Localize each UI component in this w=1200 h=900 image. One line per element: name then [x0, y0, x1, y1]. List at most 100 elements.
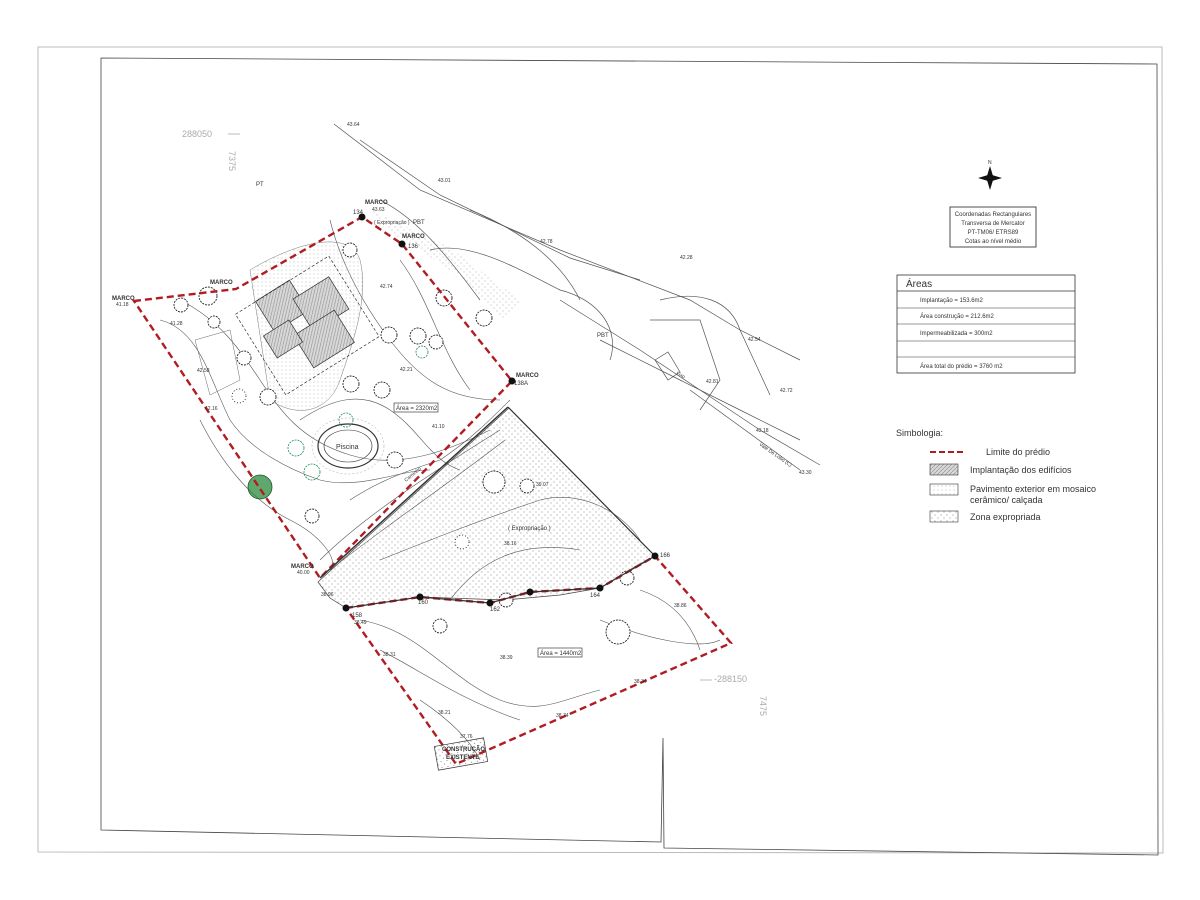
- tree: [482, 470, 506, 494]
- tree: [342, 375, 360, 393]
- expropriated-strip: [372, 210, 520, 320]
- legend-symbol-paving: [929, 483, 959, 496]
- tree: [342, 242, 358, 258]
- grid-coord-top: 288050: [182, 129, 212, 139]
- expropriation-line: [345, 555, 656, 609]
- tree: [373, 381, 391, 399]
- pool-label: Piscina: [336, 444, 359, 451]
- tree: [304, 508, 320, 524]
- area-box-upper: Área = 2320m2: [396, 405, 438, 412]
- elevation: 41.10: [432, 424, 445, 430]
- tree: [207, 315, 221, 329]
- elevation: 38.86: [674, 603, 687, 609]
- elevation: 43.64: [347, 122, 360, 128]
- tree: [198, 286, 218, 306]
- marker-number: 160: [418, 600, 429, 606]
- legend-title: Simbologia:: [896, 428, 943, 438]
- boundary-dark-line: [319, 406, 509, 579]
- existing-construction: [433, 737, 489, 771]
- expropriation-label-top: ( Expropriação ): [374, 220, 410, 226]
- green-trees: [287, 345, 429, 481]
- legend-label: Limite do prédio: [986, 447, 1050, 457]
- coordinates-line-1: Coordenadas Rectangulares: [955, 212, 1031, 218]
- elevation: 40.00: [297, 570, 310, 576]
- tree: [475, 309, 493, 327]
- pbt-label: PBT: [413, 220, 425, 226]
- grid-coord-bottom: -288150: [714, 674, 747, 684]
- elevation: 38.74: [556, 713, 569, 719]
- trees: [173, 242, 635, 645]
- paved-area: [249, 241, 363, 411]
- area-box-upper-frame: [393, 402, 439, 413]
- marco-label: MARCO: [210, 280, 233, 286]
- elevation: 42.54: [748, 337, 761, 343]
- elevation: 42.78: [540, 239, 553, 245]
- tree: [231, 388, 247, 404]
- tree: [386, 451, 404, 469]
- elevation: 41.28: [170, 321, 183, 327]
- bin-label: Lixo: [675, 371, 686, 381]
- elevation: 41.18: [116, 302, 129, 308]
- marker-number: 158: [352, 613, 363, 619]
- tree: [519, 478, 535, 494]
- tree: [236, 350, 252, 366]
- marco-label: MARCO: [365, 200, 388, 206]
- tree: [428, 334, 444, 350]
- road-context: [333, 123, 821, 466]
- existing-label: EXISTENTE: [446, 755, 479, 761]
- construction-label: CONSTRUÇÃO: [442, 746, 485, 753]
- areas-table: [896, 274, 1076, 374]
- marker-number: 134: [353, 210, 364, 216]
- area-box-lower: Área = 1440m2: [540, 650, 582, 657]
- elevation: 43.18: [756, 428, 769, 434]
- elevation: 42.72: [780, 388, 793, 394]
- north-arrow-icon: [978, 166, 1002, 190]
- areas-row: Área construção = 212.6m2: [920, 313, 995, 320]
- coordinates-line-3: PT-TM06/ ETRS89: [968, 230, 1019, 236]
- north-label: N: [988, 160, 992, 166]
- sheet-outer-border: [37, 46, 1164, 854]
- marker-number: 136: [408, 244, 419, 250]
- coordinates-box: [949, 206, 1037, 248]
- pt-label: PT: [256, 182, 264, 188]
- coordinates-line-2: Transversa de Mercator: [961, 221, 1024, 227]
- legend-symbol-buildings: [929, 463, 959, 476]
- elevation: 42.58: [197, 368, 210, 374]
- grid-coord-bottom-rotated: 7475: [758, 696, 768, 716]
- elevation: 42.74: [380, 284, 393, 290]
- tree: [409, 327, 427, 345]
- legend-label: Zona expropriada: [970, 512, 1041, 522]
- tree: [454, 534, 470, 550]
- marker-number: 166: [660, 553, 671, 559]
- elevation: 38.49: [354, 620, 367, 626]
- grid-coord-top-rotated: 7375: [227, 151, 237, 171]
- areas-row: Área total do prédio = 3760 m2: [920, 363, 1003, 370]
- building-footprint: [234, 255, 380, 396]
- path-label: Caminho: [403, 466, 422, 484]
- marker-number: 162: [490, 607, 501, 613]
- areas-row: Impermeabilizada = 300m2: [920, 331, 993, 337]
- marker-number: 138A: [514, 381, 528, 387]
- pool: [311, 417, 385, 475]
- tree: [173, 297, 189, 313]
- marco-label: MARCO: [291, 564, 314, 570]
- legend-symbol-expropriated: [929, 510, 959, 523]
- elevation: 43.01: [438, 178, 451, 184]
- elevation: 42.81: [706, 379, 719, 385]
- areas-row: Implantação = 153.6m2: [920, 298, 984, 304]
- pbt-label-2: PBT: [597, 333, 609, 339]
- elevation: 38.21: [438, 710, 451, 716]
- elevation: 42.21: [400, 367, 413, 373]
- marco-label: MARCO: [402, 234, 425, 240]
- expropriation-label: ( Expropriação ): [508, 526, 551, 532]
- elevation: 38.16: [504, 541, 517, 547]
- legend-label: Pavimento exterior em mosaico: [970, 484, 1096, 494]
- legend-label-cont: cerâmico/ calçada: [970, 495, 1043, 505]
- elevation: 43.30: [799, 470, 812, 476]
- tree: [432, 618, 448, 634]
- marco-label: MARCO: [112, 296, 135, 302]
- areas-table-title: Áreas: [906, 277, 932, 290]
- elevation: 42.16: [205, 406, 218, 412]
- elevation: 43.63: [372, 207, 385, 213]
